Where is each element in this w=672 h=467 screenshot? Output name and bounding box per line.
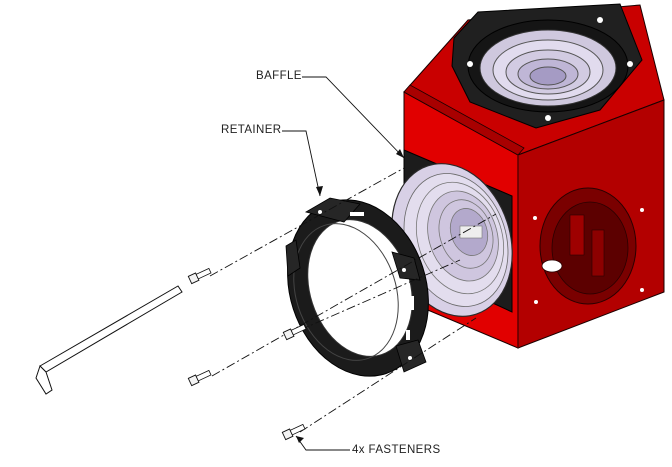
retainer-ring-icon: [285, 197, 429, 377]
assembly-centerlines: [209, 167, 497, 433]
baffle-label: BAFFLE: [256, 70, 302, 82]
fasteners-label: 4x FASTENERS: [352, 444, 441, 456]
leader-arrows: [296, 149, 404, 443]
retainer-label: RETAINER: [221, 124, 282, 136]
screw-icon: [187, 267, 307, 441]
hex-key-icon: [35, 285, 183, 395]
